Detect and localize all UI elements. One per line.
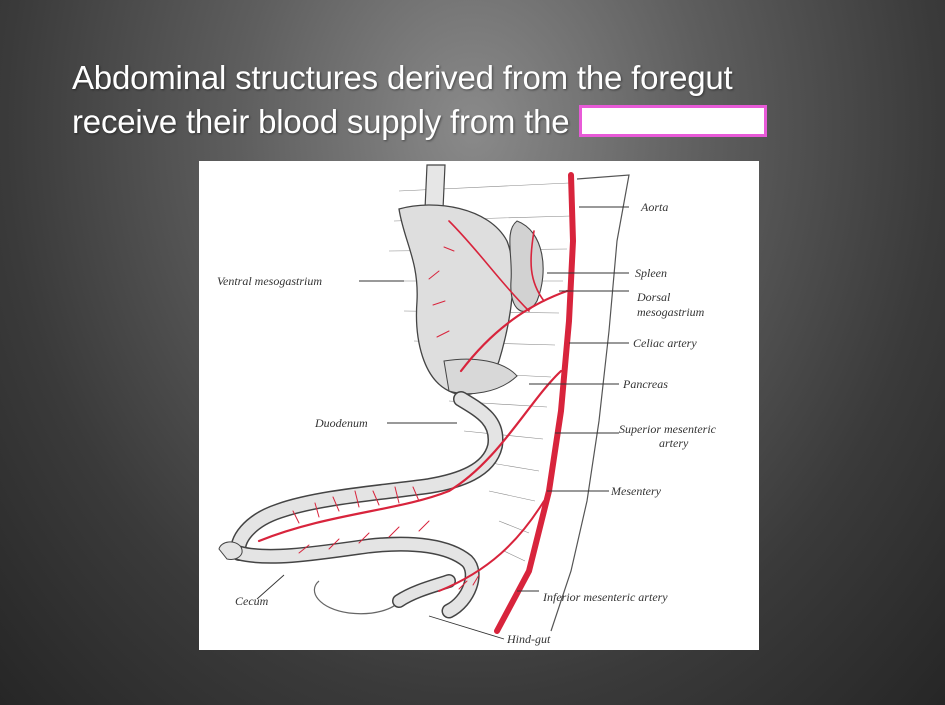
aorta-vessel [494, 172, 577, 634]
label-ventral-meso: Ventral mesogastrium [217, 274, 322, 288]
label-duodenum: Duodenum [314, 416, 368, 430]
celiac-branch-spleen [530, 230, 545, 302]
label-hindgut: Hind-gut [506, 632, 551, 646]
label-sma-1: Superior mesenteric [619, 422, 717, 436]
slide-title: Abdominal structures derived from the fo… [72, 56, 892, 144]
title-line-1: Abdominal structures derived from the fo… [72, 59, 733, 96]
label-cecum: Cecum [235, 594, 269, 608]
label-spleen: Spleen [635, 266, 667, 280]
celiac-vessel [459, 289, 569, 373]
anatomy-figure: Aorta Spleen Dorsal mesogastrium Celiac … [199, 161, 759, 650]
midgut-loop-fill [233, 538, 479, 617]
hindgut-tube-fill [393, 575, 455, 607]
label-celiac: Celiac artery [633, 336, 697, 350]
cecum [218, 541, 243, 560]
pancreas [443, 358, 518, 395]
label-dorsal-meso-1: Dorsal [636, 290, 671, 304]
title-line-2-text: receive their blood supply from the [72, 103, 570, 140]
arteries [257, 172, 577, 634]
label-ima: Inferior mesenteric artery [542, 590, 668, 604]
duodenum-fill [231, 392, 503, 560]
body-wall [550, 174, 630, 632]
title-line-2: receive their blood supply from the [72, 100, 892, 144]
ima-vessel [438, 500, 545, 592]
celiac-branch-stomach [448, 220, 530, 312]
hindgut [313, 580, 400, 615]
label-sma-2: artery [659, 436, 689, 450]
leader-lines [256, 206, 629, 640]
label-mesentery: Mesentery [610, 484, 662, 498]
gut-diagram: Aorta Spleen Dorsal mesogastrium Celiac … [217, 164, 717, 646]
sma-vessel [257, 369, 563, 543]
label-dorsal-meso-2: mesogastrium [637, 305, 705, 319]
answer-blank-box[interactable] [579, 105, 768, 138]
esophagus [424, 164, 446, 210]
artery-twigs [292, 246, 480, 590]
spleen [509, 220, 544, 312]
label-aorta: Aorta [640, 200, 668, 214]
label-pancreas: Pancreas [622, 377, 668, 391]
